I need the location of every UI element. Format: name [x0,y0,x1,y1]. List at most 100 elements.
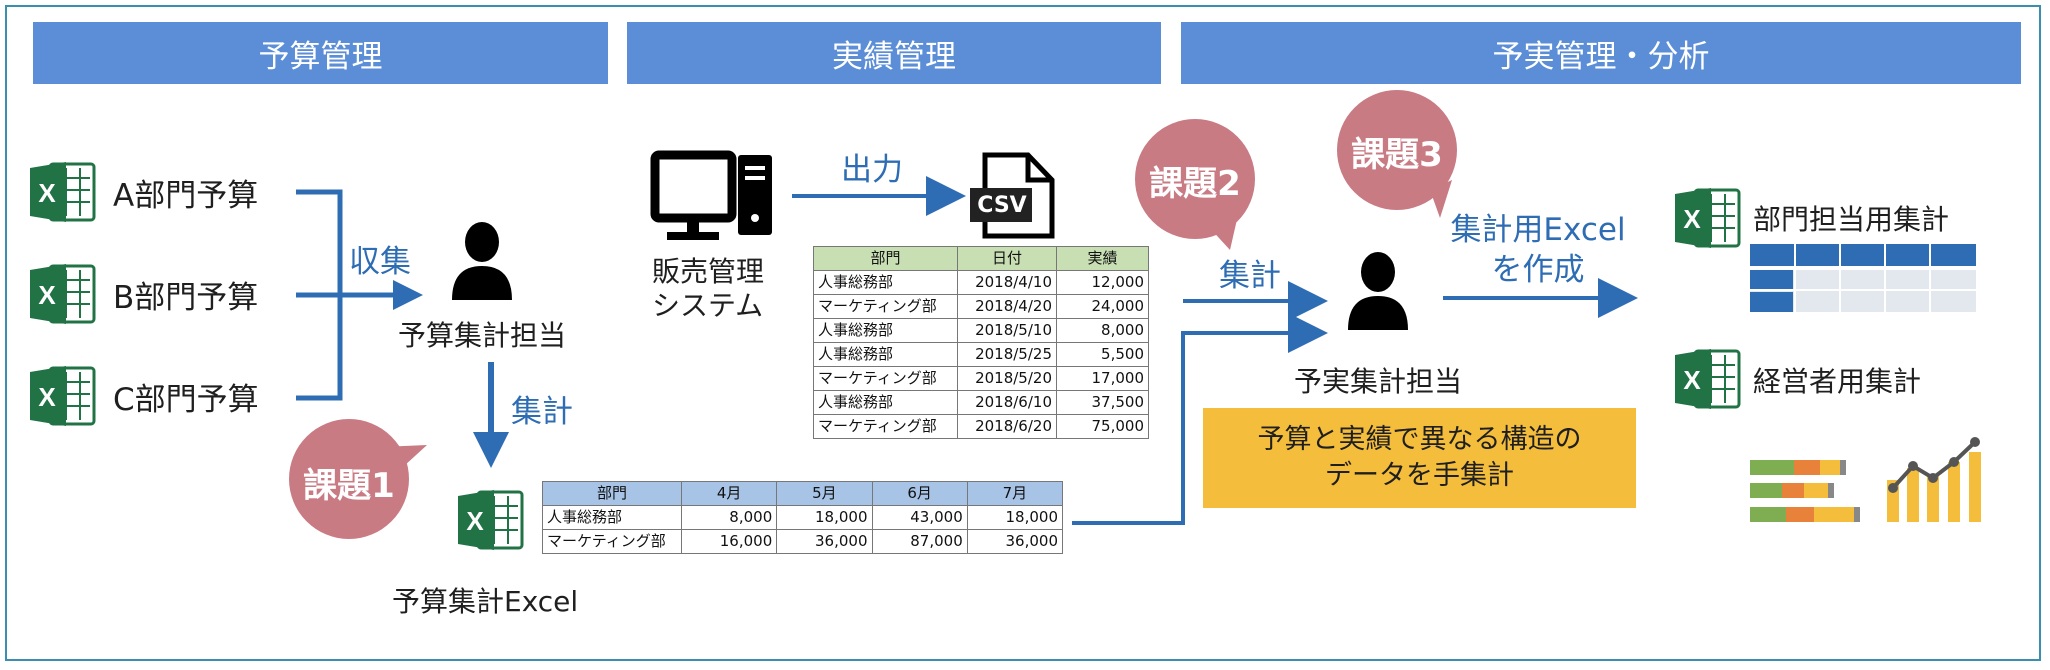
table-row: 人事総務部 8,000 18,000 43,000 18,000 [542,505,1064,530]
table-cell: 36,000 [776,529,873,554]
table-cell: 2018/4/20 [957,294,1057,319]
excel-icon [28,262,96,326]
table-header-cell: 7月 [966,481,1064,506]
create-excel-label-line1: 集計用Excel [1450,212,1626,248]
table-cell: 人事総務部 [542,505,682,530]
issue-3-label: 課題3 [1351,135,1443,175]
section-header-actual: 実績管理 [627,22,1161,84]
outer-frame [5,5,2041,661]
table-cell: 37,500 [1056,390,1149,415]
table-cell: 75,000 [1056,414,1149,439]
issue-2-label: 課題2 [1149,164,1241,204]
excel-icon [456,488,524,552]
sales-system-label-line2: システム [652,289,764,322]
table-cell: 24,000 [1056,294,1149,319]
table-header-row: 部門 4月 5月 6月 7月 [542,481,1064,506]
table-header-cell: 4月 [680,481,778,506]
budget-to-analysis-arrow [1072,313,1328,525]
table-cell: 人事総務部 [813,342,958,367]
table-cell: 2018/5/20 [957,366,1057,391]
collect-label: 収集 [349,244,411,280]
table-cell: 2018/4/10 [957,270,1057,295]
person-icon [1348,252,1408,330]
table-cell: 2018/5/10 [957,318,1057,343]
create-excel-label: 集計用Excel を作成 [1443,210,1633,290]
table-cell: 人事総務部 [813,318,958,343]
table-cell: 2018/5/25 [957,342,1057,367]
table-cell: 人事総務部 [813,270,958,295]
budget-item-c: C部門予算 [113,382,259,418]
table-cell: 人事総務部 [813,390,958,415]
table-cell: マーケティング部 [813,414,958,439]
table-cell: マーケティング部 [813,366,958,391]
speech-bubble-icon [1135,119,1255,250]
excel-icon [28,364,96,428]
person-icon [452,222,512,300]
dept-output-label: 部門担当用集計 [1753,203,1950,236]
table-cell: 8,000 [1056,318,1149,343]
analysis-person-label: 予実集計担当 [1294,365,1463,398]
table-cell: 16,000 [680,529,778,554]
budget-table: 部門 4月 5月 6月 7月 人事総務部 8,000 18,000 43,000… [542,481,1064,554]
table-cell: 87,000 [871,529,968,554]
speech-bubble-icon [289,419,427,539]
bar-line-chart-icon [1887,437,1981,522]
table-header-cell: 部門 [542,481,682,506]
table-thumbnail-icon [1750,244,1976,312]
table-cell: 8,000 [680,505,778,530]
excel-icon [28,160,96,224]
table-cell: 12,000 [1056,270,1149,295]
table-header-cell: 部門 [813,246,958,271]
table-cell: 2018/6/10 [957,390,1057,415]
computer-icon [650,150,772,240]
callout-line1: 予算と実績で異なる構造の [1257,424,1582,455]
table-cell: マーケティング部 [542,529,682,554]
table-header-cell: 実績 [1056,246,1149,271]
table-header-cell: 5月 [776,481,873,506]
budget-aggregate-label: 集計 [511,394,573,430]
table-row: マーケティング部 16,000 36,000 87,000 36,000 [542,529,1064,554]
csv-label: CSV [977,193,1027,218]
issue-1-label: 課題1 [303,466,395,506]
sales-system-label: 販売管理 システム [652,255,764,323]
analysis-aggregate-label: 集計 [1219,258,1281,294]
budget-item-b: B部門予算 [113,280,259,316]
table-cell: 5,500 [1056,342,1149,367]
speech-bubble-icon [1337,90,1457,218]
excel-icon [1673,186,1741,250]
sales-system-label-line1: 販売管理 [652,255,765,288]
budget-excel-label: 予算集計Excel [392,585,579,618]
table-cell: 18,000 [966,505,1064,530]
excel-icon [1673,347,1741,411]
csv-file-icon [970,152,1055,239]
collect-connector [296,189,423,401]
table-cell: 18,000 [776,505,873,530]
table-cell: 43,000 [871,505,968,530]
table-cell: マーケティング部 [813,294,958,319]
section-header-budget: 予算管理 [33,22,608,84]
budget-item-a: A部門予算 [113,178,259,214]
table-cell: 2018/6/20 [957,414,1057,439]
table-cell: 17,000 [1056,366,1149,391]
table-cell: 36,000 [966,529,1064,554]
budget-person-label: 予算集計担当 [398,319,567,352]
table-header-cell: 日付 [957,246,1057,271]
table-header-row: 部門 日付 実績 [813,246,1149,271]
issue-callout: 予算と実績で異なる構造の データを手集計 [1203,408,1636,508]
create-excel-label-line2: を作成 [1491,252,1585,288]
stacked-bar-thumbnail-icon [1750,460,1860,522]
callout-line2: データを手集計 [1325,460,1514,491]
exec-output-label: 経営者用集計 [1753,365,1922,398]
output-label: 出力 [841,152,903,188]
section-header-analysis: 予実管理・分析 [1181,22,2021,84]
